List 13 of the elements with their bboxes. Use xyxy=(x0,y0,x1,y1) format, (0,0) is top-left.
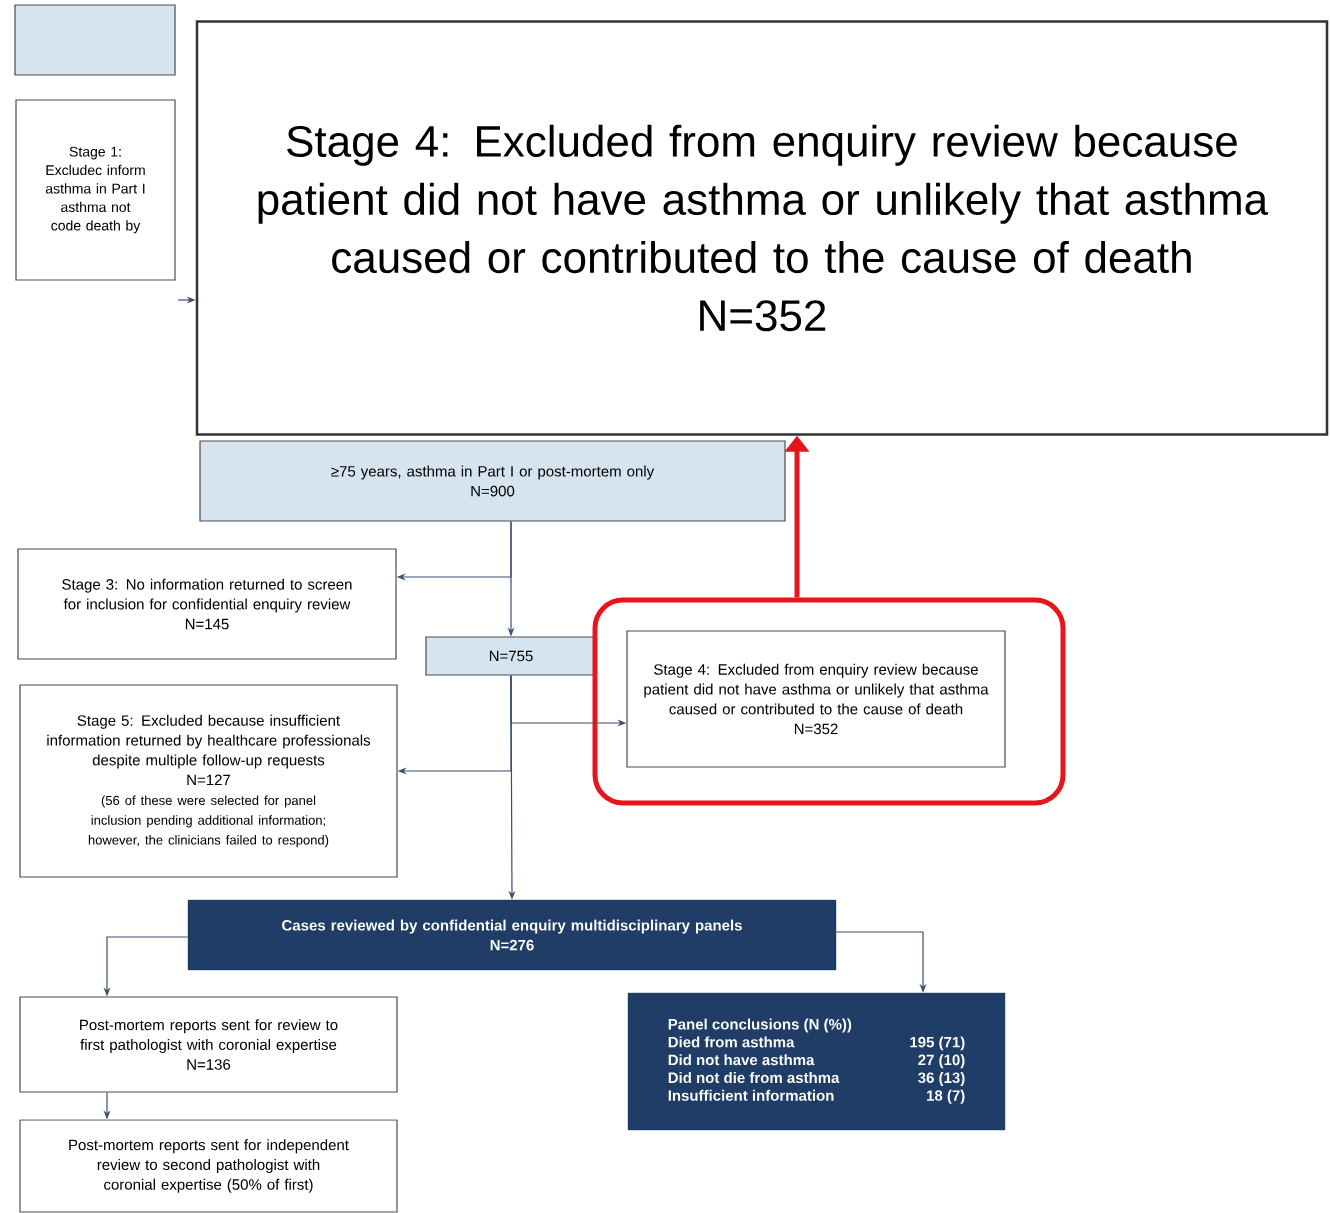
process-box: Stage 1: Excludec inform asthma in Part I asthma not code death by xyxy=(15,99,176,281)
process-box: N=755 xyxy=(425,636,597,676)
process-box: Post-mortem reports sent for review to first pathologist with coronial expertise N=136 xyxy=(19,996,398,1093)
process-box: Stage 3: No information returned to screen for inclusion for confidential enquiry review N=145 xyxy=(17,548,397,660)
process-box: Cases reviewed by confidential enquiry multidisciplinary panels N=276 xyxy=(187,899,837,971)
highlight-frame xyxy=(592,597,1066,806)
process-box: Post-mortem reports sent for independent review to second pathologist with coronial expertise (50% of first) xyxy=(19,1119,398,1213)
process-box: ≥75 years, asthma in Part I or post-mortem only N=900 xyxy=(199,440,786,522)
results-table: Panel conclusions (N (%)) Died from asthma 195 (71) Did not have asthma 27 (10) Did not die from asthma 36 (13) Insufficient information 18 (7) xyxy=(627,992,1006,1131)
process-box xyxy=(14,4,176,76)
process-box: Stage 4: Excluded from enquiry review because patient did not have asthma or unlikely that asthma caused or contributed to the cause of death N=352 xyxy=(626,630,1006,768)
process-box: Stage 5: Excluded because insufficient information returned by healthcare professionals despite multiple follow-up requests N=127 (56 of these were selected for panel inclusion pending additional information; however, the clinicians failed to respond) xyxy=(19,684,398,878)
magnified-callout: Stage 4: Excluded from enquiry review because patient did not have asthma or unlikely that asthma caused or contributed to the cause of death N=352 xyxy=(195,20,1329,436)
